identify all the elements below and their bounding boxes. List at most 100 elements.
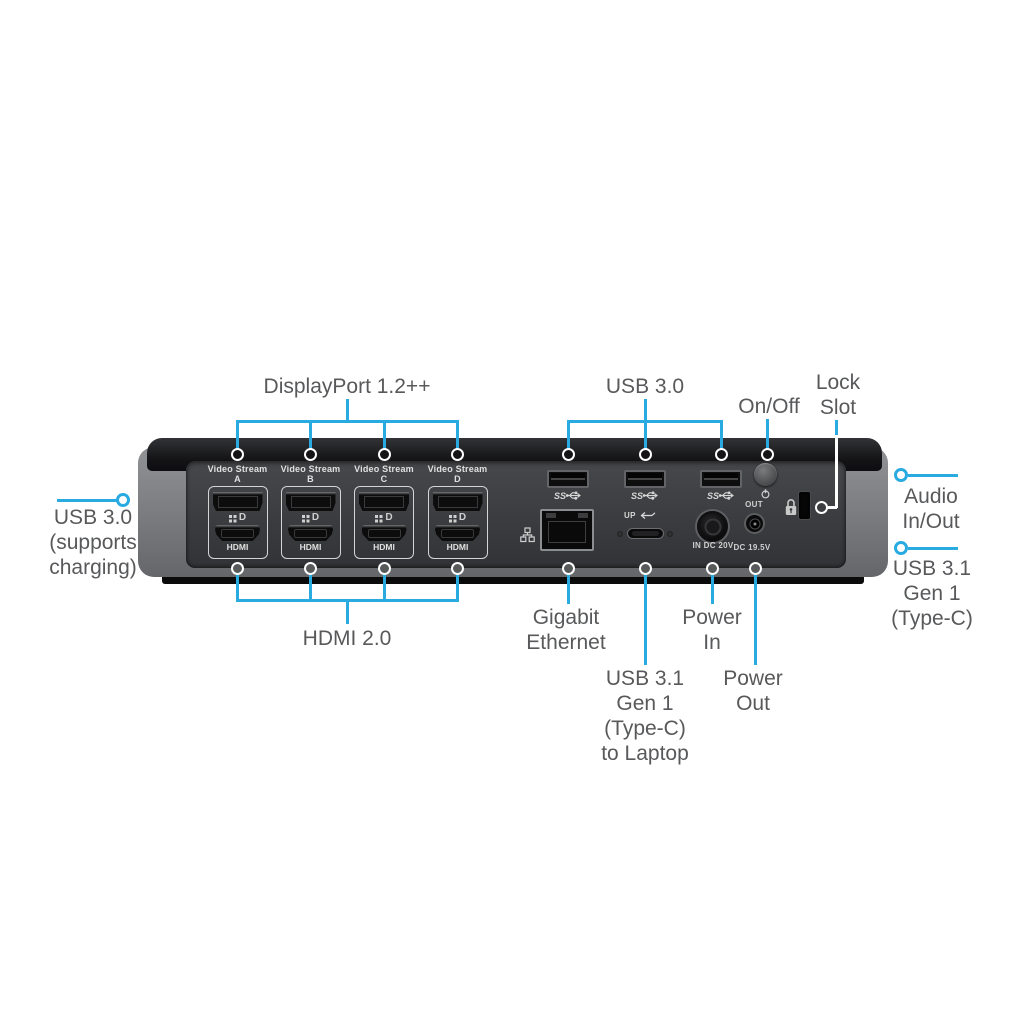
hdmi-port-label: HDMI <box>226 542 249 552</box>
video-stream-label: Video Stream D <box>427 464 488 484</box>
label-hdmi20: HDMI 2.0 <box>302 627 392 650</box>
displayport-port <box>432 492 483 511</box>
callout-line <box>835 435 838 508</box>
power-out-marking-top: OUT <box>745 500 763 509</box>
hdmi-port-label: HDMI <box>446 542 469 552</box>
callout-point <box>562 447 575 461</box>
callout-line <box>835 420 838 436</box>
video-stream-group-d: Video Stream D D HDMI <box>426 464 490 559</box>
label-power-in: Power In <box>682 606 742 654</box>
callout-line <box>236 420 239 449</box>
callout-line <box>57 498 117 502</box>
ethernet-port <box>540 509 594 551</box>
callout-line <box>309 420 312 449</box>
callout-line <box>456 574 459 601</box>
video-stream-group-a: Video Stream A D HDMI <box>206 464 270 559</box>
callout-point <box>715 447 728 461</box>
video-stream-box: D HDMI <box>354 486 414 559</box>
hdmi-port <box>435 525 480 541</box>
label-usb30-left: USB 3.0 (supports charging) <box>49 506 137 579</box>
screw-hole <box>667 531 673 537</box>
displayport-port <box>212 492 263 511</box>
dp-dots-icon <box>448 514 452 518</box>
lock-icon <box>785 499 797 515</box>
dp-dots-icon <box>375 514 379 518</box>
dp-dots-icon <box>301 514 305 518</box>
callout-line <box>236 420 459 423</box>
callout-line <box>382 420 386 449</box>
power-out-marking-bottom: DC 19.5V <box>733 543 771 552</box>
callout-point <box>638 447 652 461</box>
label-gigabit-ethernet: Gigabit Ethernet <box>526 606 606 654</box>
video-stream-box: D HDMI <box>280 486 341 559</box>
callout-line <box>711 574 714 604</box>
svg-text:SS: SS <box>707 491 719 501</box>
callout-line <box>643 574 647 665</box>
label-onoff: On/Off <box>738 395 800 418</box>
callout-point <box>116 493 130 507</box>
callout-point <box>815 500 828 514</box>
lock-slot-opening <box>799 492 810 519</box>
callout-line <box>345 399 349 421</box>
callout-point <box>894 541 908 555</box>
displayport-logo-icon: D <box>282 512 340 524</box>
displayport-port <box>359 492 409 511</box>
charging-arrow-icon <box>640 512 656 519</box>
power-in-marking: IN DC 20V <box>692 541 734 550</box>
callout-line <box>236 574 239 601</box>
svg-text:SS: SS <box>554 491 566 501</box>
video-stream-label: Video Stream A <box>207 464 268 484</box>
callout-line <box>456 420 459 449</box>
callout-line <box>827 505 837 509</box>
usb-superspeed-icon: SS <box>707 491 734 501</box>
video-stream-group-c: Video Stream C D HDMI <box>352 464 416 559</box>
label-audio-io: Audio In/Out <box>902 485 960 533</box>
usb-superspeed-icon: SS <box>554 491 581 501</box>
hdmi-port <box>361 525 407 541</box>
callout-point <box>748 561 762 575</box>
video-stream-group-b: Video Stream B D HDMI <box>279 464 343 559</box>
callout-point <box>377 447 391 461</box>
callout-line <box>720 420 723 449</box>
callout-line <box>345 599 349 624</box>
dp-letter: D <box>385 512 393 523</box>
callout-line <box>753 574 757 665</box>
usb-c-port <box>627 528 664 539</box>
hdmi-port <box>288 525 333 541</box>
usbc-up-marking: UP <box>624 511 656 520</box>
video-stream-label: Video Stream C <box>354 464 414 484</box>
dp-dots-icon <box>228 514 232 518</box>
callout-point <box>304 561 317 575</box>
usb-a-port <box>700 470 742 488</box>
dp-letter: D <box>311 512 320 523</box>
label-lock-slot: Lock Slot <box>815 371 861 419</box>
ethernet-network-icon <box>520 527 535 543</box>
callout-line <box>567 420 570 449</box>
power-button <box>754 463 777 486</box>
callout-point <box>562 561 575 575</box>
callout-line <box>908 473 958 477</box>
displayport-logo-icon: D <box>429 512 487 524</box>
up-text: UP <box>624 511 636 520</box>
callout-line <box>382 574 386 601</box>
displayport-logo-icon: D <box>209 512 267 524</box>
video-stream-box: D HDMI <box>427 486 488 559</box>
callout-line <box>908 546 958 550</box>
dp-letter: D <box>458 512 467 523</box>
displayport-port <box>285 492 336 511</box>
callout-line <box>567 574 570 604</box>
video-stream-box: D HDMI <box>207 486 268 559</box>
hdmi-port-label: HDMI <box>373 542 395 552</box>
hdmi-port <box>215 525 260 541</box>
hdmi-port-label: HDMI <box>299 542 322 552</box>
label-usb31-laptop: USB 3.1 Gen 1 (Type-C) to Laptop <box>601 667 689 765</box>
callout-point <box>451 561 464 575</box>
usb-superspeed-icon: SS <box>631 491 658 501</box>
power-out-jack <box>744 513 765 534</box>
callout-point <box>231 561 244 575</box>
callout-point <box>894 468 908 482</box>
callout-line <box>309 574 312 601</box>
usb-a-port <box>624 470 666 488</box>
video-stream-label: Video Stream B <box>280 464 341 484</box>
